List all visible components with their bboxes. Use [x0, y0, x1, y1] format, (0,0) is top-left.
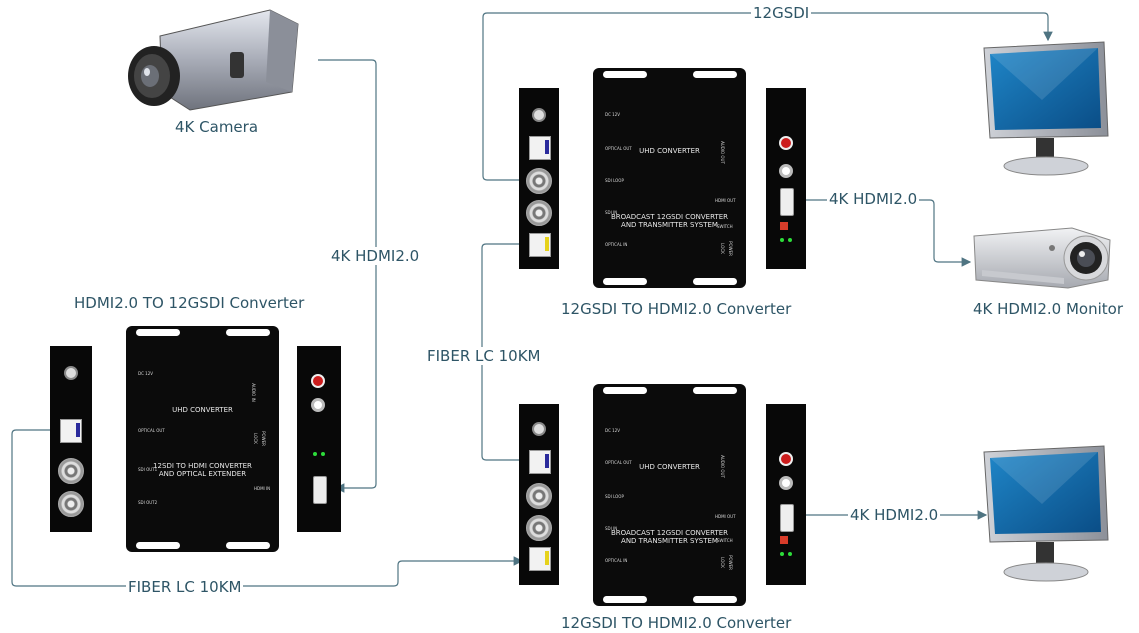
- power-led: [321, 452, 325, 456]
- label-dc: DC 12V: [138, 371, 153, 376]
- label-power: POWER: [727, 555, 733, 570]
- label-sdi-in: SDI IN: [605, 526, 618, 531]
- bottom-converter-title: 12GSDI TO HDMI2.0 Converter: [559, 614, 794, 632]
- audio-l-port: [779, 452, 793, 466]
- lock-led: [313, 452, 317, 456]
- sdi-loop-port: [526, 168, 552, 194]
- line-camera-hdmi: [318, 59, 377, 493]
- unit-line2: AND TRANSMITTER SYSTEM: [621, 537, 718, 545]
- line-12gsdi: [482, 12, 1053, 181]
- switch-button: [780, 222, 788, 230]
- unit-line1: BROADCAST 12GSDI CONVERTER: [610, 529, 729, 537]
- unit-line2: AND OPTICAL EXTENDER: [158, 470, 247, 478]
- label-lock: LOCK: [719, 243, 725, 254]
- sdi-top-label: 12GSDI: [751, 4, 812, 22]
- left-converter-title: HDMI2.0 TO 12GSDI Converter: [72, 294, 307, 312]
- lock-led: [780, 238, 784, 242]
- label-power: POWER: [727, 241, 733, 256]
- unit-line1: BROADCAST 12GSDI CONVERTER: [610, 213, 729, 221]
- left-converter-unit: DC 12V OPTICAL OUT SDI OUT1 SDI OUT2 AUD…: [126, 326, 279, 552]
- top-converter-unit: DC 12V OPTICAL OUT SDI LOOP SDI IN OPTIC…: [593, 68, 746, 288]
- sdi-in-port: [526, 200, 552, 226]
- projector: [968, 222, 1116, 294]
- label-lock: LOCK: [252, 433, 258, 444]
- hdmi-out-port: [780, 504, 794, 532]
- label-lock: LOCK: [719, 557, 725, 568]
- label-dc: DC 12V: [605, 112, 620, 117]
- monitor-bottom: [982, 444, 1112, 586]
- projector-label: 4K HDMI2.0 Monitor: [971, 300, 1125, 318]
- top-converter-title: 12GSDI TO HDMI2.0 Converter: [559, 300, 794, 318]
- top-side-panel-hdmi: [766, 88, 806, 269]
- audio-l-port: [779, 136, 793, 150]
- label-optical-out: OPTICAL OUT: [605, 460, 632, 465]
- sdi-out2-port: [58, 491, 84, 517]
- bottom-side-panel-sdi: [519, 404, 559, 585]
- label-hdmi-out: HDMI OUT: [715, 514, 736, 519]
- unit-heading: UHD CONVERTER: [639, 463, 700, 471]
- unit-line2: AND TRANSMITTER SYSTEM: [621, 221, 718, 229]
- label-hdmi: HDMI IN: [254, 486, 271, 491]
- switch-button: [780, 536, 788, 544]
- fiber-bottom-label: FIBER LC 10KM: [126, 578, 244, 596]
- optical-out-port: [529, 136, 551, 160]
- label-sdi-in: SDI IN: [605, 210, 618, 215]
- bottom-converter-unit: DC 12V OPTICAL OUT SDI LOOP SDI IN OPTIC…: [593, 384, 746, 606]
- camera-label: 4K Camera: [173, 118, 261, 136]
- optical-out-port: [529, 450, 551, 474]
- audio-r-port: [311, 398, 325, 412]
- label-sdi2: SDI OUT2: [138, 500, 158, 505]
- left-side-panel-hdmi: [297, 346, 341, 532]
- sdi-in-port: [526, 515, 552, 541]
- optical-in-port: [529, 547, 551, 571]
- label-optical-in: OPTICAL IN: [605, 242, 628, 247]
- line-hdmi-projector: [800, 199, 972, 267]
- monitor-icon: [983, 41, 1109, 176]
- label-switch: SWITCH: [717, 224, 733, 229]
- dc-port: [532, 422, 546, 436]
- label-switch: SWITCH: [717, 538, 733, 543]
- hdmi-projector-label: 4K HDMI2.0: [827, 190, 920, 208]
- label-optical-out: OPTICAL OUT: [605, 146, 632, 151]
- fiber-mid-label: FIBER LC 10KM: [425, 347, 543, 365]
- projector-icon: [973, 227, 1111, 289]
- label-hdmi-out: HDMI OUT: [715, 198, 736, 203]
- label-audio: AUDIO IN: [250, 383, 256, 402]
- lock-led: [780, 552, 784, 556]
- monitor-icon: [983, 445, 1109, 582]
- label-power: POWER: [260, 431, 266, 446]
- dc-port: [532, 108, 546, 122]
- label-sdi-loop: SDI LOOP: [605, 178, 624, 183]
- unit-heading: UHD CONVERTER: [172, 406, 233, 414]
- optical-in-port: [529, 233, 551, 257]
- dc-port: [64, 366, 78, 380]
- power-led: [788, 552, 792, 556]
- label-sdi1: SDI OUT1: [138, 467, 158, 472]
- label-optical: OPTICAL OUT: [138, 428, 165, 433]
- hdmi-in-port: [313, 476, 327, 504]
- unit-heading: UHD CONVERTER: [639, 147, 700, 155]
- sdi-out1-port: [58, 458, 84, 484]
- unit-line1: 12SDI TO HDMI CONVERTER: [153, 462, 252, 470]
- optical-port: [60, 419, 82, 443]
- hdmi-monitor-bottom-label: 4K HDMI2.0: [848, 506, 941, 524]
- bottom-side-panel-hdmi: [766, 404, 806, 585]
- hdmi-out-port: [780, 188, 794, 216]
- audio-r-port: [779, 164, 793, 178]
- camera-icon: [128, 9, 299, 111]
- hdmi-camera-label: 4K HDMI2.0: [329, 247, 422, 265]
- label-optical-in: OPTICAL IN: [605, 558, 628, 563]
- sdi-loop-port: [526, 483, 552, 509]
- camera: [120, 6, 310, 116]
- monitor-top: [982, 40, 1112, 180]
- power-led: [788, 238, 792, 242]
- audio-r-port: [779, 476, 793, 490]
- left-side-panel-sdi: [50, 346, 92, 532]
- top-side-panel-sdi: [519, 88, 559, 269]
- label-dc: DC 12V: [605, 428, 620, 433]
- audio-l-port: [311, 374, 325, 388]
- label-sdi-loop: SDI LOOP: [605, 494, 624, 499]
